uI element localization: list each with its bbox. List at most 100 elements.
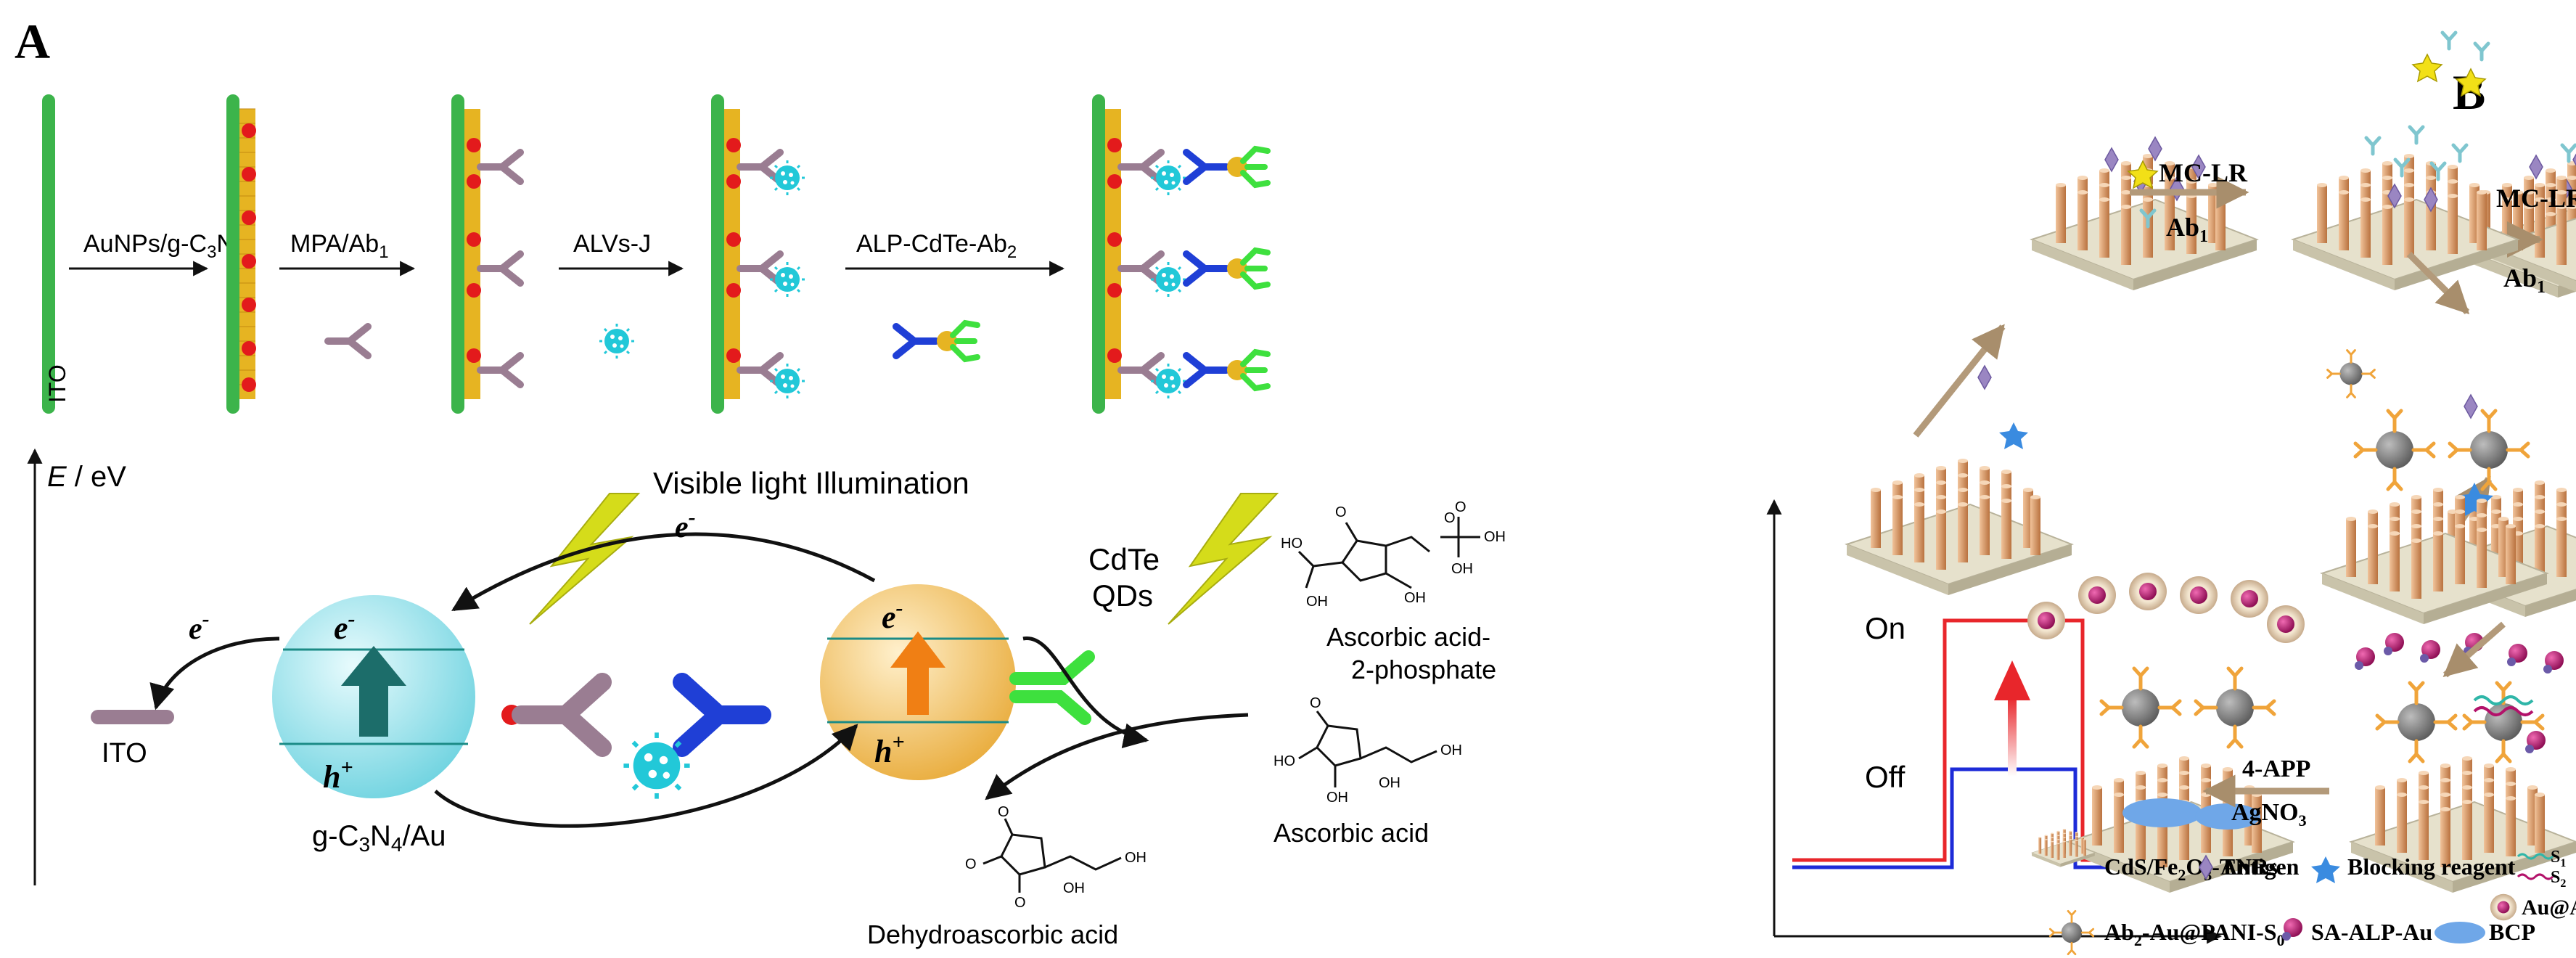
- electron-transfer-arrow: [451, 532, 876, 612]
- substrate-step-5: [2027, 573, 2305, 893]
- legend-au-ag-icon: [2490, 893, 2517, 921]
- legend-s1-icon: [2516, 853, 2554, 860]
- up-arrow-icon: [890, 631, 946, 715]
- legend-blocking: Blocking reagent: [2347, 853, 2516, 880]
- legend-sa-alp-au-icon: [2282, 918, 2302, 941]
- aap-label-2: 2-phosphate: [1351, 655, 1496, 684]
- 4-app-label: 4-APP: [2242, 756, 2310, 782]
- s2-strand-icon: [2473, 706, 2534, 716]
- signal-increase-arrowhead: [1994, 660, 2030, 700]
- legend-au-ag: Au@Ag: [2522, 896, 2576, 920]
- chem-atom: OH: [1125, 850, 1147, 866]
- chem-atom: O: [998, 804, 1009, 820]
- ab1-label: Ab1: [2166, 213, 2208, 246]
- flow-arrow: [1913, 324, 2006, 438]
- antigen-icon: [2464, 394, 2478, 419]
- chem-atom: OH: [1379, 775, 1400, 791]
- legend-sa-alp-au: SA-ALP-Au: [2311, 919, 2432, 945]
- modified-electrode-5: [1092, 94, 1268, 414]
- legend-ab2-au-icon: [2048, 909, 2095, 956]
- chem-atom: O: [1014, 895, 1026, 911]
- illumination-label: Visible light Illumination: [653, 466, 969, 500]
- energy-axis-label: E / eV: [47, 461, 126, 493]
- chem-atom: O: [1310, 695, 1321, 711]
- panel-a-label: A: [15, 14, 50, 69]
- agno3-label: AgNO3: [2231, 799, 2307, 830]
- chem-atom: OH: [1451, 561, 1473, 577]
- step-label-2: MPA/Ab1: [290, 230, 389, 262]
- gcn-au-label: g-C3N4/Au: [312, 820, 446, 856]
- ito-label: ITO: [44, 364, 70, 403]
- mc-lr-star-icon: [2127, 160, 2159, 189]
- panel-a: A ITO AuNPs/g-C3N4 MPA/Ab1: [15, 14, 2223, 949]
- ab2-conjugate-icon: [896, 323, 977, 359]
- legend-tnrs: CdS/Fe2O3-TNRs: [2104, 853, 2278, 884]
- ab1-icon: [328, 327, 368, 356]
- flow-arrow: [2442, 621, 2506, 678]
- legend-blocking-icon: [2311, 856, 2340, 883]
- energy-diagram: E / eV Visible light Illumination ITO e-…: [27, 448, 1506, 949]
- step-arrow-3: ALVs-J: [559, 230, 684, 360]
- modified-electrode-2: [226, 94, 256, 414]
- ito-bar: [91, 710, 174, 724]
- on-label: On: [1865, 611, 1906, 645]
- alvs-j-icon: [598, 322, 636, 360]
- mc-lr-label: MC-LR: [2159, 158, 2248, 187]
- legend-bcp-icon: [2435, 922, 2485, 943]
- lightning-icon: [1168, 493, 1279, 625]
- hole-transfer-arrow: [434, 724, 858, 828]
- step-arrow-2: MPA/Ab1: [279, 230, 416, 356]
- chem-atom: OH: [1440, 742, 1462, 758]
- electron-label-top: e-: [675, 505, 696, 544]
- legend-s2: S2: [2551, 868, 2566, 890]
- step-label-3: ALVs-J: [573, 230, 651, 258]
- chem-atom: O: [1444, 510, 1456, 526]
- electron-to-ito-arrow: [149, 636, 280, 711]
- blocking-star-icon: [1999, 422, 2028, 449]
- modified-electrode-3: [451, 94, 520, 414]
- hole-label-cdte: h+: [874, 730, 905, 769]
- chem-atom: OH: [1484, 529, 1506, 545]
- legend-s1: S1: [2551, 848, 2566, 869]
- legend-bcp: BCP: [2489, 919, 2535, 945]
- sa-alp-au-icon: [2525, 731, 2546, 753]
- s1-strand-icon: [2473, 695, 2534, 705]
- cdte-label-2: QDs: [1092, 578, 1153, 613]
- legend-antigen: Antigen: [2220, 853, 2300, 880]
- signal-increase-arrow: [2008, 697, 2017, 777]
- ab1-label: Ab1: [2503, 263, 2546, 297]
- ascorbic-acid-2-phosphate-structure: [1297, 517, 1480, 589]
- dha-label: Dehydroascorbic acid: [867, 920, 1118, 949]
- electron-label-cdte: e-: [882, 596, 903, 635]
- legend-ab2-au: Ab2-Au@PANI-S0: [2104, 919, 2285, 949]
- chem-atom: OH: [1326, 790, 1348, 806]
- lightning-icon: [529, 493, 641, 625]
- panel-b-main: MC-LR Ab1 4-APP AgNO3 CdS/Fe2O3-TNRs Ant…: [1846, 33, 2576, 956]
- mc-lr-star-icon: [2455, 67, 2487, 97]
- aap-label-1: Ascorbic acid-: [1326, 622, 1490, 652]
- electron-label-gcn: e-: [334, 607, 356, 646]
- step-label-1: AuNPs/g-C3N4: [83, 230, 244, 262]
- chem-atom: OH: [1306, 594, 1328, 610]
- ab1-icon: [2442, 33, 2456, 49]
- chem-atom: O: [965, 856, 977, 872]
- step-label-4: ALP-CdTe-Ab2: [856, 230, 1017, 262]
- substrate-bare: [1846, 459, 2072, 596]
- electron-label-left: e-: [189, 607, 210, 646]
- ab1-icon: [2475, 44, 2488, 60]
- step-arrow-1: AuNPs/g-C3N4: [69, 230, 244, 277]
- ito-energy-label: ITO: [102, 738, 147, 769]
- up-arrow-icon: [341, 646, 406, 737]
- chem-atom: O: [1455, 499, 1467, 515]
- aa-label: Ascorbic acid: [1273, 818, 1429, 848]
- chem-atom: O: [1335, 504, 1347, 520]
- antigen-icon: [1977, 365, 1992, 390]
- cdte-label-1: CdTe: [1088, 542, 1160, 576]
- legend-s2-icon: [2516, 873, 2554, 880]
- step-arrow-4: ALP-CdTe-Ab2: [845, 230, 1065, 359]
- mc-lr-label: MC-LR: [2496, 184, 2576, 213]
- chem-atom: OH: [1063, 880, 1085, 896]
- mc-lr-star-icon: [2411, 53, 2443, 83]
- legend: CdS/Fe2O3-TNRs Antigen Blocking reagent …: [2031, 829, 2576, 956]
- off-label: Off: [1865, 760, 1906, 794]
